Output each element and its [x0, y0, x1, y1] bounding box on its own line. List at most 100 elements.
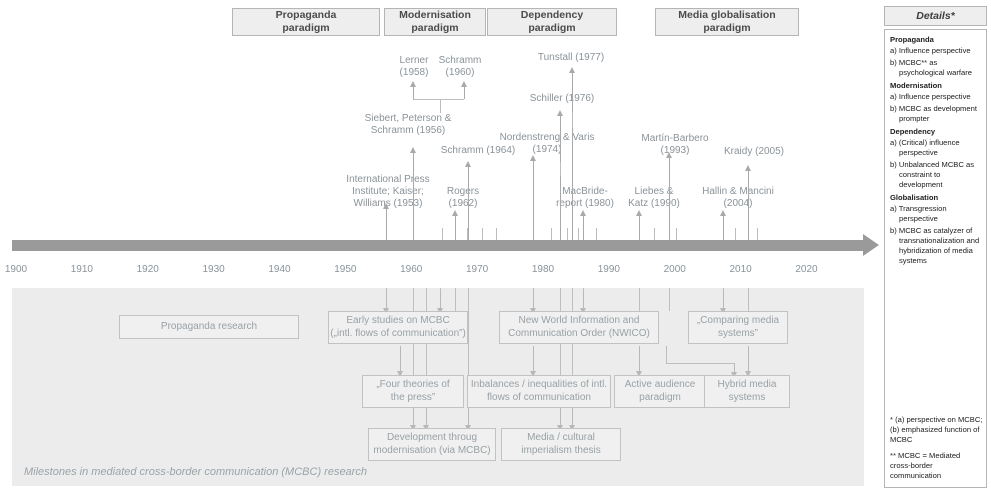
arrow-hallin: [720, 210, 726, 240]
guide-10: [735, 228, 736, 240]
milestone-label: Inbalances / inequalities of intl.flows …: [470, 379, 608, 403]
details-item-0-0: a) Influence perspective: [890, 45, 971, 55]
arrow-ipi: [383, 203, 389, 240]
citation-rogers: Rogers(1962): [446, 186, 480, 210]
arrow-martinbarbero: [666, 152, 672, 240]
guide-5: [567, 228, 568, 240]
guide-11: [757, 228, 758, 240]
year-label-1990: 1990: [597, 264, 620, 275]
arrow-schiller: [557, 110, 563, 240]
details-heading-3: Globalisation: [890, 192, 939, 202]
passthrough-11: [669, 288, 670, 311]
timeline-axis-bar: [12, 240, 864, 251]
guide-1: [467, 228, 468, 240]
citation-siebert: Siebert, Peterson &Schramm (1956): [364, 113, 452, 137]
guide-6: [578, 228, 579, 240]
citation-liebes-katz: Liebes &Katz (1990): [628, 186, 680, 210]
details-heading-0: Propaganda: [890, 35, 934, 44]
arr-development-3: [465, 408, 471, 431]
arrow-lerner: [410, 81, 416, 99]
arr-four-theories: [397, 346, 403, 377]
elbow-siebert-stem: [440, 99, 441, 113]
arrow-siebert: [410, 147, 416, 240]
stub-schiller-tunstall: [572, 112, 573, 128]
arr-comparing-1: [720, 292, 726, 314]
arrow-rogers: [452, 210, 458, 240]
arr-media-imperialism-2: [569, 408, 575, 431]
arr-early-2: [437, 292, 443, 314]
arrow-kraidy: [745, 165, 751, 240]
details-item-2-1: b) Unbalanced MCBC as constraint to deve…: [890, 159, 974, 189]
year-label-2010: 2010: [729, 264, 752, 275]
passthrough-4: [455, 288, 456, 311]
citation-schiller: Schiller (1976): [529, 93, 595, 104]
guide-9: [676, 228, 677, 240]
year-label-1940: 1940: [268, 264, 291, 275]
details-item-3-1: b) MCBC as catalyzer of transnationaliza…: [890, 225, 980, 265]
citation-schramm-1964: Schramm (1964): [440, 145, 516, 156]
arr-nwico-2: [580, 292, 586, 314]
details-footnote-1: ** MCBC = Mediated cross-border communic…: [890, 450, 961, 480]
guide-3: [496, 228, 497, 240]
arr-hybrid-2: [731, 363, 737, 378]
arr-development-1: [410, 408, 416, 431]
arr-hybrid: [745, 346, 751, 377]
details-item-1-1: b) MCBC as development prompter: [890, 103, 977, 123]
year-label-2020: 2020: [795, 264, 818, 275]
stub-nordenstreng-schiller: [560, 162, 561, 176]
timeline-axis-arrowhead: [863, 234, 879, 256]
year-label-1970: 1970: [465, 264, 489, 275]
guide-2: [482, 228, 483, 240]
year-label-1900: 1900: [4, 264, 28, 275]
citation-martin-barbero: Martín-Barbero(1993): [641, 133, 709, 157]
details-item-0-1: b) MCBC** as psychological warfare: [890, 57, 973, 77]
arrow-schramm64: [465, 161, 471, 240]
citation-macbride: MacBride-report (1980): [556, 186, 614, 210]
milestone-label: Propaganda research: [160, 320, 258, 332]
year-label-1950: 1950: [334, 264, 357, 275]
details-footnotes: * (a) perspective on MCBC; (b) emphasize…: [890, 409, 983, 481]
citation-schramm-1960: Schramm(1960): [438, 55, 482, 79]
elbow-siebert-schramm-h: [440, 99, 464, 100]
year-label-1930: 1930: [202, 264, 225, 275]
arrow-nordenstreng: [530, 155, 536, 240]
elbow-comparing-hybrid-v: [666, 346, 667, 364]
guide-4: [551, 228, 552, 240]
details-heading-2: Dependency: [890, 126, 936, 136]
arrow-liebes: [636, 210, 642, 240]
arrow-schramm1960: [461, 81, 467, 99]
details-item-3-0: a) Transgression perspective: [890, 203, 947, 223]
milestone-propaganda-research: Propaganda research: [119, 315, 299, 339]
year-label-2000: 2000: [663, 264, 686, 275]
milestone-imbalances: Inbalances / inequalities of intl.flows …: [467, 375, 611, 408]
year-label-1960: 1960: [400, 264, 423, 275]
year-label-1910: 1910: [70, 264, 93, 275]
details-footnote-0: * (a) perspective on MCBC; (b) emphasize…: [890, 414, 983, 444]
arrow-tunstall: [569, 67, 575, 240]
citation-tunstall: Tunstall (1977): [537, 52, 605, 63]
year-label-1920: 1920: [136, 264, 159, 275]
guide-7: [596, 228, 597, 240]
passthrough-13: [748, 288, 749, 311]
arr-development-2: [423, 408, 429, 431]
